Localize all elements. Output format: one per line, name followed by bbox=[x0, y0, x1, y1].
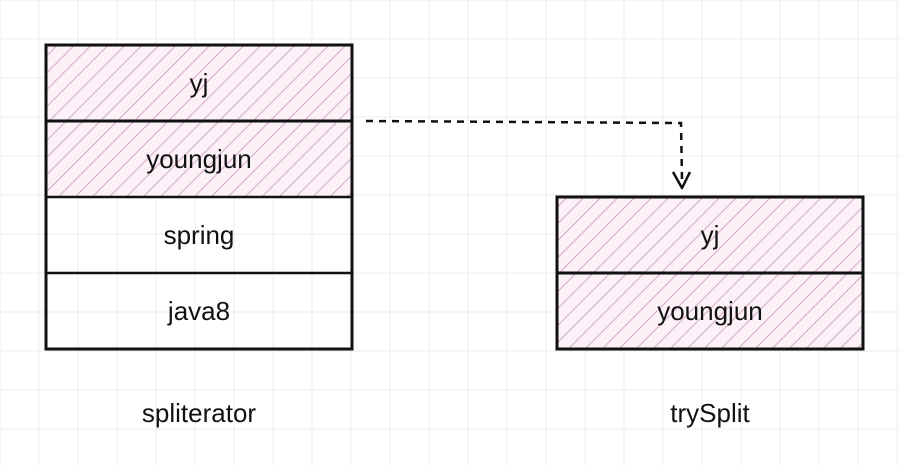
stack-cell-bg-yj bbox=[46, 45, 352, 121]
stack-item-label: yj bbox=[700, 219, 720, 250]
spliterator-caption: spliterator bbox=[141, 398, 257, 428]
spliterator-stack bbox=[44, 43, 354, 351]
dashed-connector bbox=[365, 119, 684, 181]
stack-item-label: yj bbox=[189, 67, 209, 98]
stack-item-youngjun: youngjun bbox=[46, 121, 352, 197]
stack-item-java8: java8 bbox=[46, 273, 352, 349]
trysplit-caption: trySplit bbox=[670, 398, 750, 428]
trysplit-stack bbox=[555, 195, 865, 351]
stack-item-label: youngjun bbox=[146, 143, 252, 174]
stack-item-label: youngjun bbox=[657, 295, 763, 326]
split-item-youngjun: youngjun bbox=[557, 273, 863, 349]
stack-cell-bg-yj bbox=[557, 197, 863, 273]
stack-item-spring: spring bbox=[46, 197, 352, 273]
stack-cell-bg-youngjun bbox=[46, 121, 352, 197]
stack-item-yj: yj bbox=[46, 45, 352, 121]
stack-item-label: spring bbox=[163, 219, 235, 250]
split-item-yj: yj bbox=[557, 197, 863, 273]
arrow-head-icon bbox=[671, 171, 692, 190]
split-arrow bbox=[365, 119, 692, 190]
stack-cell-bg-youngjun bbox=[557, 273, 863, 349]
stack-item-label: java8 bbox=[167, 295, 231, 326]
